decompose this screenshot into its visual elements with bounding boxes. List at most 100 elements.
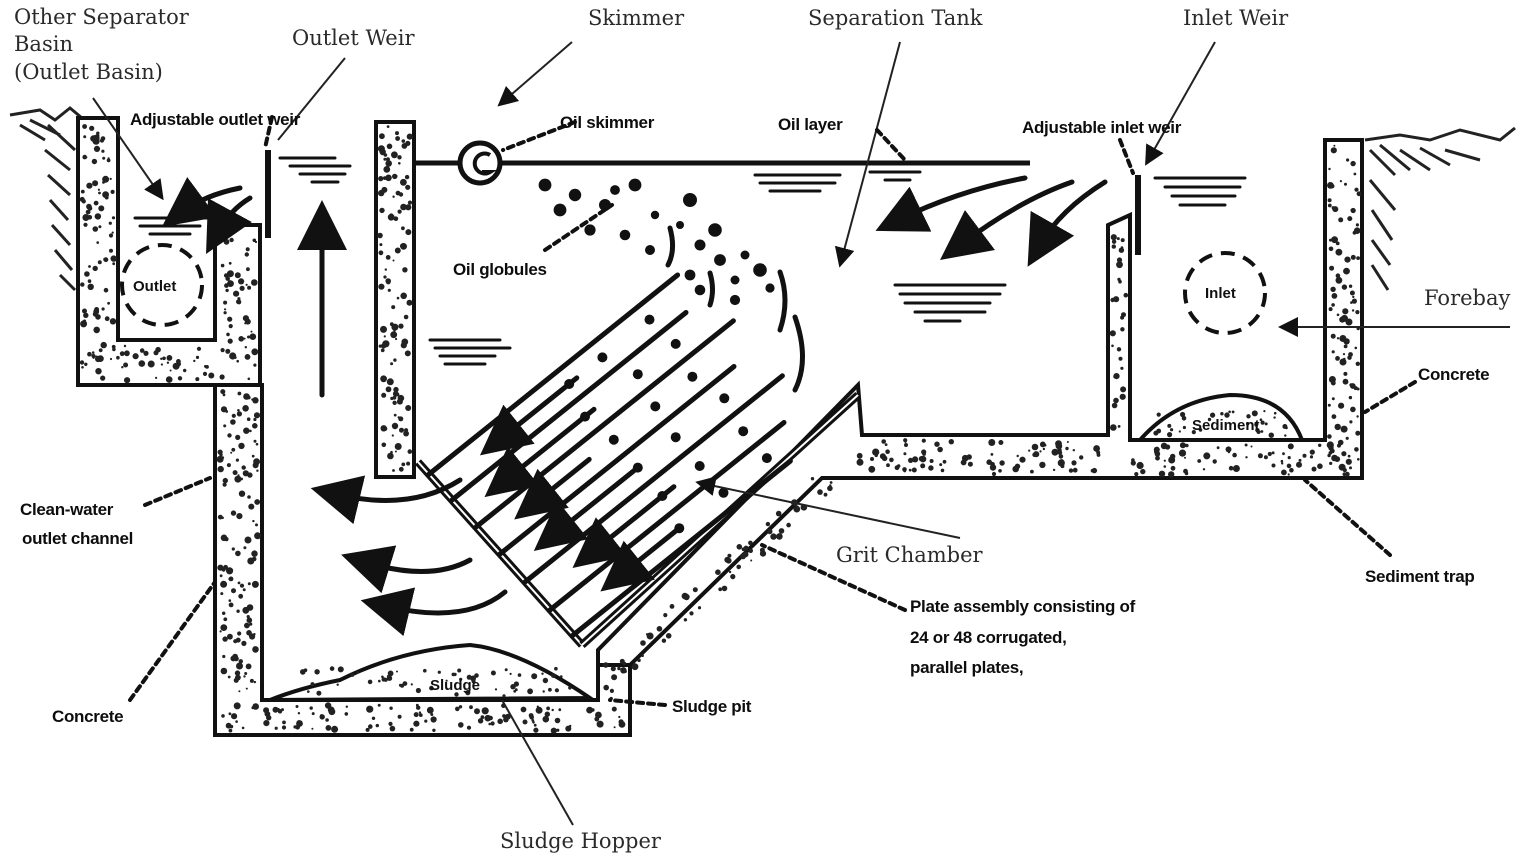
concrete-speck bbox=[228, 324, 233, 329]
concrete-speck bbox=[480, 715, 485, 720]
concrete-speck bbox=[252, 462, 259, 469]
concrete-speck bbox=[1350, 254, 1356, 260]
concrete-speck bbox=[1345, 458, 1352, 465]
concrete-speck bbox=[309, 706, 313, 710]
oil-droplet bbox=[608, 434, 619, 445]
concrete-speck bbox=[160, 363, 163, 366]
concrete-speck bbox=[92, 226, 99, 232]
concrete-speck bbox=[618, 715, 621, 719]
concrete-speck bbox=[1328, 246, 1334, 252]
sediment-particle bbox=[1182, 425, 1186, 430]
concrete-speck bbox=[384, 268, 387, 271]
sediment-particle bbox=[1255, 428, 1260, 433]
sediment-particle bbox=[1180, 411, 1186, 418]
concrete-speck bbox=[718, 587, 723, 592]
concrete-speck bbox=[1355, 310, 1360, 315]
concrete-speck bbox=[124, 377, 131, 384]
label-plate-assembly: Plate assembly consisting of 24 or 48 co… bbox=[910, 597, 1139, 677]
concrete-speck bbox=[251, 348, 259, 356]
concrete-speck bbox=[1121, 312, 1126, 318]
concrete-speck bbox=[222, 393, 226, 397]
concrete-speck bbox=[551, 708, 554, 712]
concrete-speck bbox=[237, 581, 241, 585]
concrete-speck bbox=[897, 464, 901, 468]
concrete-speck bbox=[1334, 423, 1341, 431]
concrete-speck bbox=[960, 459, 967, 466]
sediment-particle bbox=[1167, 423, 1172, 428]
concrete-speck bbox=[1091, 467, 1098, 474]
sediment-particle bbox=[1178, 430, 1181, 433]
concrete-speck bbox=[102, 175, 110, 183]
concrete-speck bbox=[646, 632, 654, 640]
concrete-speck bbox=[477, 718, 484, 724]
concrete-speck bbox=[223, 238, 230, 245]
concrete-speck bbox=[193, 359, 196, 363]
concrete-speck bbox=[231, 547, 235, 551]
concrete-speck bbox=[1347, 216, 1353, 222]
concrete-speck bbox=[1345, 436, 1349, 440]
concrete-speck bbox=[398, 323, 404, 329]
concrete-speck bbox=[385, 160, 393, 167]
concrete-speck bbox=[228, 602, 234, 608]
concrete-speck bbox=[870, 457, 874, 461]
concrete-speck bbox=[236, 513, 243, 520]
concrete-speck bbox=[1356, 415, 1359, 418]
concrete-speck bbox=[377, 703, 381, 707]
concrete-speck bbox=[242, 315, 249, 322]
concrete-speck bbox=[874, 453, 878, 458]
concrete-speck bbox=[253, 412, 261, 419]
oil-droplet bbox=[670, 338, 681, 349]
concrete-speck bbox=[872, 448, 880, 456]
concrete-speck bbox=[393, 386, 399, 393]
concrete-speck bbox=[401, 139, 406, 143]
concrete-speck bbox=[110, 189, 115, 194]
concrete-speck bbox=[1356, 191, 1362, 197]
concrete-speck bbox=[222, 477, 228, 484]
sludge-particle bbox=[554, 688, 560, 693]
concrete-speck bbox=[297, 720, 301, 724]
concrete-speck bbox=[934, 441, 940, 447]
concrete-speck bbox=[243, 675, 246, 678]
concrete-speck bbox=[618, 721, 626, 728]
concrete-speck bbox=[469, 705, 473, 710]
concrete-speck bbox=[108, 221, 112, 225]
concrete-speck bbox=[1271, 463, 1276, 468]
concrete-speck bbox=[683, 593, 690, 601]
concrete-speck bbox=[1267, 451, 1272, 457]
concrete-speck bbox=[904, 443, 908, 447]
concrete-speck bbox=[1286, 463, 1292, 469]
concrete-speck bbox=[238, 278, 245, 285]
concrete-speck bbox=[238, 490, 246, 497]
concrete-speck bbox=[393, 413, 397, 417]
concrete-speck bbox=[91, 351, 95, 354]
concrete-speck bbox=[405, 204, 412, 211]
oil-globule bbox=[730, 275, 740, 285]
concrete-speck bbox=[1348, 395, 1353, 400]
concrete-speck bbox=[256, 469, 259, 472]
concrete-speck bbox=[1165, 444, 1171, 450]
concrete-speck bbox=[92, 311, 98, 317]
concrete-speck bbox=[228, 261, 232, 265]
label-concrete-right: Concrete bbox=[1418, 365, 1489, 384]
concrete-speck bbox=[379, 133, 385, 140]
concrete-speck bbox=[1335, 241, 1340, 246]
concrete-speck bbox=[220, 389, 226, 395]
concrete-speck bbox=[1110, 424, 1117, 431]
concrete-speck bbox=[81, 366, 84, 369]
concrete-speck bbox=[1347, 454, 1351, 458]
concrete-speck bbox=[1327, 434, 1332, 439]
concrete-speck bbox=[87, 283, 94, 290]
concrete-speck bbox=[123, 362, 129, 368]
concrete-speck bbox=[254, 499, 261, 505]
oil-globule bbox=[645, 245, 655, 255]
concrete-speck bbox=[1111, 239, 1117, 244]
concrete-speck bbox=[1353, 172, 1357, 176]
concrete-speck bbox=[398, 192, 404, 197]
concrete-speck bbox=[387, 452, 394, 460]
concrete-speck bbox=[1317, 463, 1323, 470]
concrete-speck bbox=[1202, 468, 1206, 471]
concrete-speck bbox=[908, 468, 912, 472]
concrete-speck bbox=[1329, 461, 1333, 465]
concrete-speck bbox=[124, 350, 130, 357]
oil-droplet bbox=[718, 487, 729, 498]
